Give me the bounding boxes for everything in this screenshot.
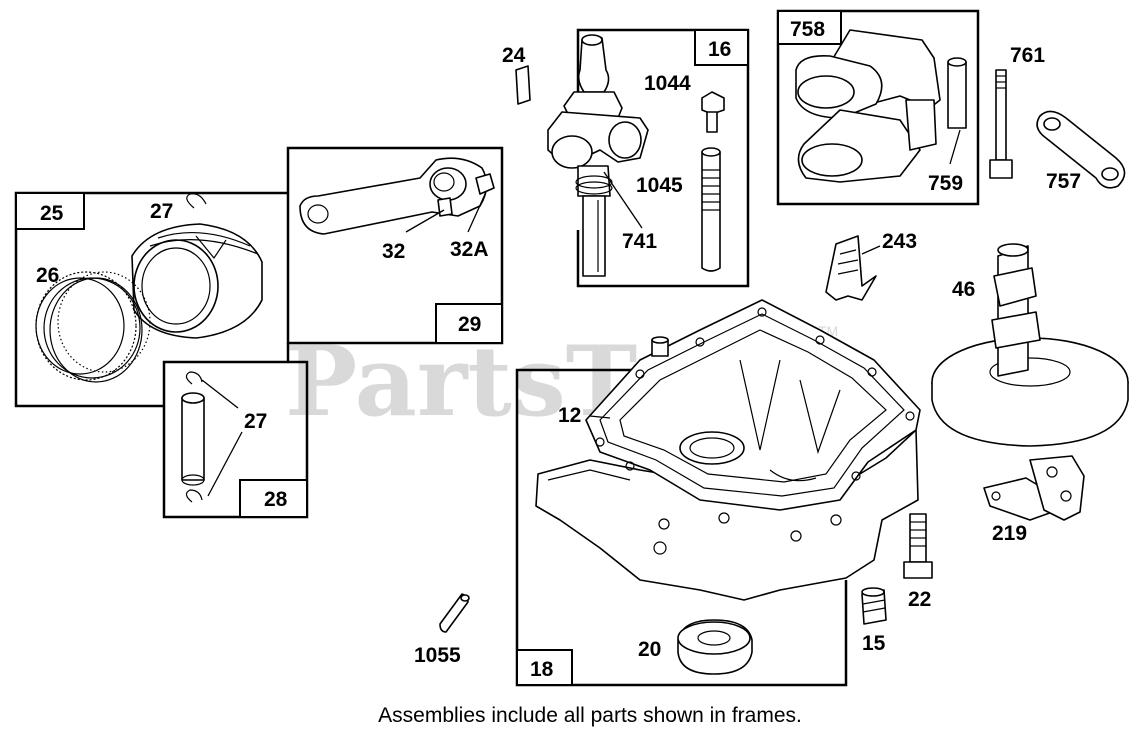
label-27-top: 27 [150,200,173,223]
label-24: 24 [502,44,526,67]
label-761: 761 [1010,44,1045,67]
label-15: 15 [862,632,886,655]
pin-759-part[interactable]: 759 [928,57,967,195]
bolt-761-part[interactable]: 761 [989,44,1045,179]
frame-label-29: 29 [458,313,481,336]
frame-label-28: 28 [264,488,288,511]
frame-label-758: 758 [790,18,825,41]
crankshaft-part[interactable] [547,34,649,277]
leader-32A [467,191,487,233]
wrist-pin-part[interactable] [181,371,205,503]
link-757-part[interactable]: 757 [1036,110,1126,193]
label-26: 26 [36,264,59,287]
label-741: 741 [622,230,657,253]
bolt-1044-part[interactable]: 1044 [644,72,725,133]
label-243: 243 [882,230,917,253]
label-757: 757 [1046,170,1081,193]
label-22: 22 [908,588,931,611]
label-12: 12 [558,404,581,427]
connecting-rod-part[interactable] [299,157,495,235]
label-1044: 1044 [644,72,691,95]
frame-label-16: 16 [708,38,731,61]
piston-part[interactable] [131,223,263,339]
stud-1045-part[interactable]: 1045 [636,147,721,272]
label-20: 20 [638,638,661,661]
frame-18[interactable]: 18 [515,368,848,687]
bracket-758-part[interactable] [795,29,941,183]
release-219-part[interactable]: 219 [983,455,1085,545]
leader-27-lower [207,431,243,497]
governor-243-part[interactable]: 243 [825,230,917,301]
leader-27-upper [201,379,239,409]
frame-758[interactable]: 758 [776,9,980,206]
frame-label-18: 18 [530,658,554,681]
label-32: 32 [382,240,405,263]
label-1045: 1045 [636,174,683,197]
clip-27-top-part[interactable]: 27 [150,193,207,223]
piston-rings-part[interactable]: 26 [35,264,151,383]
label-46: 46 [952,278,975,301]
frame-25[interactable]: 25 [14,191,290,408]
leader-12 [589,415,611,419]
frame-28[interactable]: 28 [162,360,309,519]
label-27-bottom: 27 [244,410,267,433]
camshaft-46-part[interactable]: 46 [931,243,1129,447]
label-32A: 32A [450,238,489,261]
label-219: 219 [992,522,1027,545]
bolt-22-part[interactable]: 22 [903,513,933,611]
leader-32 [405,209,445,233]
diagram-caption: Assemblies include all parts shown in fr… [378,704,802,727]
pin-1055-part[interactable]: 1055 [414,593,470,667]
seal-20-part[interactable]: 20 [638,619,753,675]
frame-29[interactable]: 29 [286,146,504,345]
frame-16[interactable]: 16 [576,28,750,288]
label-759: 759 [928,172,963,195]
plug-15-part[interactable]: 15 [861,587,887,655]
leader-741 [603,171,643,229]
frame-label-25: 25 [40,202,64,225]
sump-part[interactable] [535,299,921,601]
label-1055: 1055 [414,644,461,667]
key-24-part[interactable]: 24 [502,44,531,105]
